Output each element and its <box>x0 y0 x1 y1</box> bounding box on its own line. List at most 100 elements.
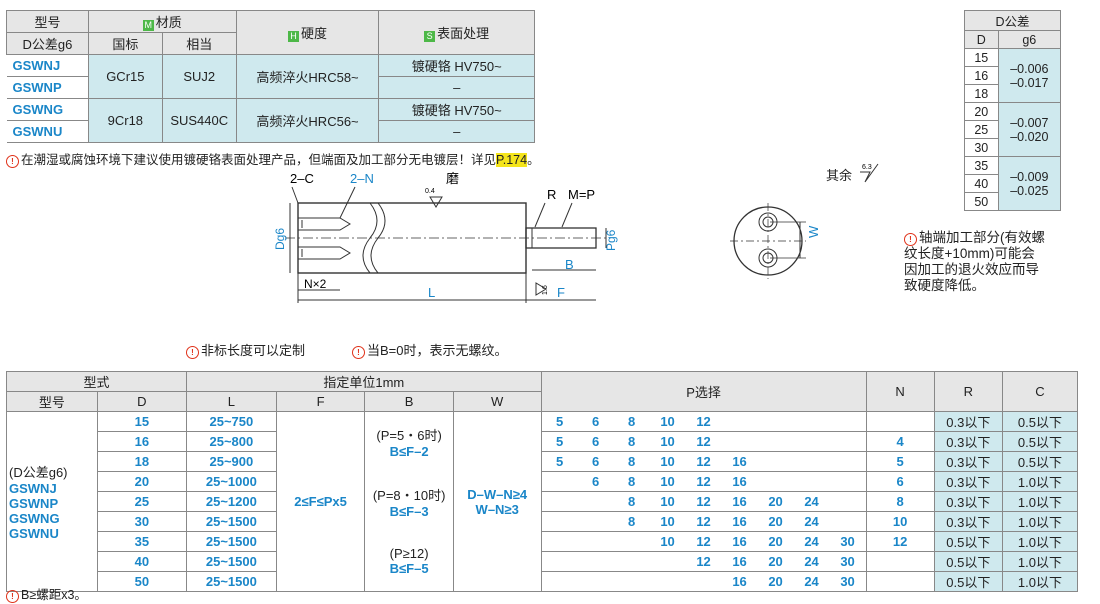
p-value: 12 <box>696 514 711 529</box>
l-cell: 25~1500 <box>186 531 277 552</box>
r-cell: 0.3以下 <box>933 491 1003 512</box>
header-tol: D公差g6 <box>6 32 89 55</box>
p-value: 16 <box>732 474 747 489</box>
l-cell: 25~1500 <box>186 511 277 532</box>
page-link[interactable]: P.174 <box>496 153 528 167</box>
n-cell <box>865 411 935 432</box>
b-rule: (P=5・6时)B≤F–2 <box>364 411 454 472</box>
p-value: 10 <box>660 474 675 489</box>
p-value: 5 <box>555 454 564 469</box>
c-cell: 0.5以下 <box>1001 451 1079 472</box>
p-value: 20 <box>768 534 783 549</box>
l-cell: 25~800 <box>186 431 277 452</box>
p-value: 10 <box>660 454 675 469</box>
l-cell: 25~750 <box>186 411 277 432</box>
model-cell: GSWNP <box>6 76 89 99</box>
p-value: 16 <box>732 494 747 509</box>
p-value: 5 <box>555 414 564 429</box>
r-cell: 0.3以下 <box>933 411 1003 432</box>
r-cell: 0.5以下 <box>933 571 1003 592</box>
surface-tag-icon: S <box>424 31 436 42</box>
p-value: 12 <box>696 434 711 449</box>
header-type: 型式 <box>5 371 188 392</box>
p-value: 12 <box>696 534 711 549</box>
c-cell: 1.0以下 <box>1001 531 1079 552</box>
p-value: 24 <box>804 494 819 509</box>
r-cell: 0.3以下 <box>933 451 1003 472</box>
chamfer-label: 2–C <box>290 171 314 186</box>
w-label: W <box>806 225 821 238</box>
warning-icon: ! <box>6 155 19 168</box>
f-rule: 2≤F≤Px5 <box>275 411 366 592</box>
p-value: 30 <box>840 534 855 549</box>
model-list: (D公差g6) GSWNJ GSWNP GSWNG GSWNU <box>6 411 98 592</box>
roughness-icon <box>535 282 547 296</box>
p-value: 24 <box>804 554 819 569</box>
c-cell: 1.0以下 <box>1001 491 1079 512</box>
tol-value: –0.007–0.020 <box>997 102 1062 157</box>
p-value: 12 <box>696 474 711 489</box>
equiv-cell: SUJ2 <box>161 54 237 99</box>
r-cell: 0.3以下 <box>933 511 1003 532</box>
p-value: 16 <box>732 454 747 469</box>
header-model: 型号 <box>6 10 89 33</box>
surface-cell: – <box>378 76 535 99</box>
warning-icon: ! <box>904 233 917 246</box>
header-n: N <box>865 371 935 412</box>
p-value: 10 <box>660 414 675 429</box>
p-value: 20 <box>768 574 783 589</box>
p-value: 16 <box>732 534 747 549</box>
header-p: P选择 <box>540 371 867 412</box>
c-cell: 1.0以下 <box>1001 551 1079 572</box>
n-cell: 5 <box>865 451 935 472</box>
d-cell: 15 <box>96 411 188 432</box>
p-value: 20 <box>768 494 783 509</box>
model-cell: GSWNG <box>6 98 89 121</box>
d-cell: 20 <box>96 471 188 492</box>
shaft-drawing: 2–C 2–N 0.4 磨 R M=P Dg6 Pg6 B N×2 L 1.6 … <box>273 171 821 303</box>
n-cell: 4 <box>865 431 935 452</box>
grind-label: 磨 <box>446 171 459 186</box>
header-r: R <box>933 371 1003 412</box>
pg6-label: Pg6 <box>604 229 618 251</box>
tol-d: 40 <box>964 174 999 193</box>
warning-icon: ! <box>186 346 199 359</box>
svg-text:6.3: 6.3 <box>862 164 872 171</box>
n-cell: 10 <box>865 511 935 532</box>
tol-d: 35 <box>964 156 999 175</box>
tol-d: 20 <box>964 102 999 121</box>
n-cell: 8 <box>865 491 935 512</box>
p-value: 6 <box>591 474 600 489</box>
b-rule: (P≥12)B≤F–5 <box>364 531 454 592</box>
header-f: F <box>275 391 366 412</box>
custom-length-note: !非标长度可以定制 <box>186 340 305 359</box>
p-value: 8 <box>627 454 636 469</box>
equiv-cell: SUS440C <box>161 98 237 143</box>
spec-table: 型式 指定单位1mm P选择 N R C 型号 D L F B W (D公差g6… <box>5 371 1079 592</box>
d-cell: 18 <box>96 451 188 472</box>
rest-roughness: 其余 6.3 <box>826 162 882 184</box>
material-tag-icon: M <box>142 20 154 31</box>
r-cell: 0.3以下 <box>933 471 1003 492</box>
roughness-icon <box>429 196 443 208</box>
gb-cell: GCr15 <box>87 54 163 99</box>
hardness-tag-icon: H <box>288 31 300 42</box>
p-value: 6 <box>591 414 600 429</box>
surface-cell: 镀硬铬 HV750~ <box>378 98 535 121</box>
p-value: 30 <box>840 574 855 589</box>
l-cell: 25~1500 <box>186 551 277 572</box>
